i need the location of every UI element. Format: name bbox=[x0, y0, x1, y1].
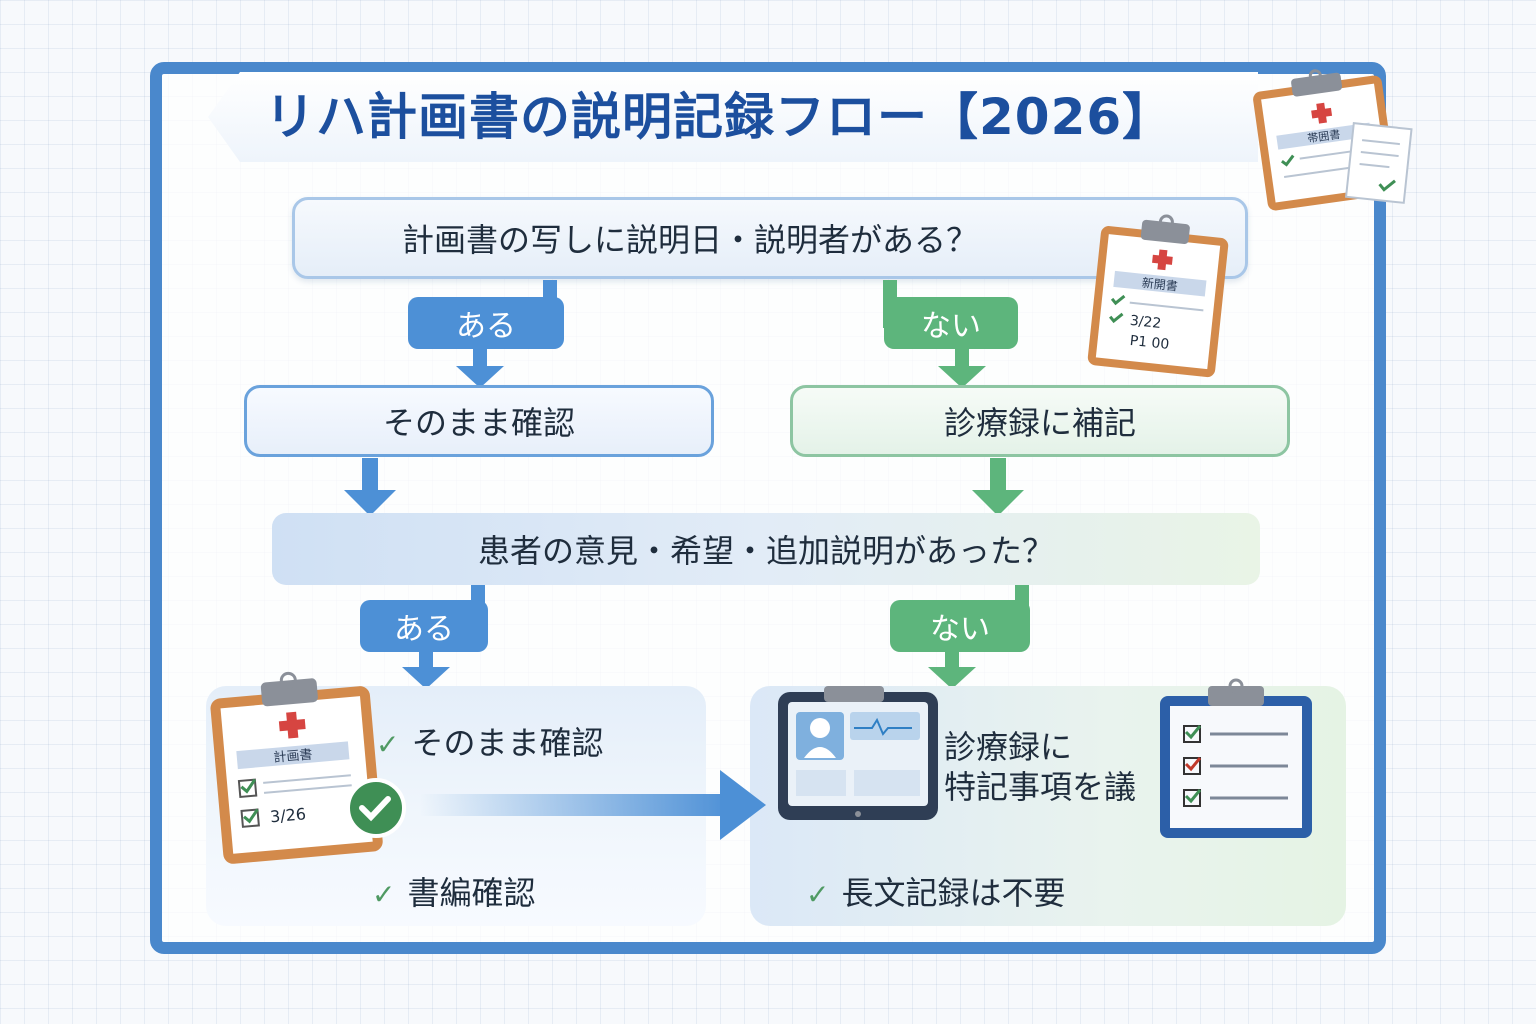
yes2-tag: ある bbox=[360, 600, 488, 652]
right-bottom-item: ✓ 長文記録は不要 bbox=[806, 868, 1065, 914]
no2-tag: ない bbox=[890, 600, 1030, 652]
tablet-record-icon bbox=[778, 686, 938, 820]
clipboard-icon: 新開書 3/22 P1 00 bbox=[1087, 214, 1229, 378]
clipboard-icon: 帯囲書 bbox=[1253, 69, 1413, 211]
corner-form-title: 帯囲書 bbox=[1307, 127, 1342, 145]
clipboard-icon: 計画書 3/26 bbox=[210, 671, 406, 864]
right-bottom-item-text: 長文記録は不要 bbox=[841, 874, 1066, 912]
right-panel-text-2: 特記事項を議 bbox=[944, 768, 1137, 806]
side-date: 3/22 bbox=[1129, 313, 1162, 332]
left-check-item: ✓ そのまま確認 bbox=[376, 718, 603, 764]
question1-text: 計画書の写しに説明日・説明者がある？ bbox=[401, 221, 978, 259]
side-code: P1 00 bbox=[1129, 333, 1170, 353]
left-date: 3/26 bbox=[269, 804, 306, 826]
checklist-icon bbox=[1160, 678, 1312, 838]
title-banner bbox=[208, 72, 1258, 162]
arrow-down-icon bbox=[972, 458, 1024, 516]
add-to-record-box: 診療録に補記 bbox=[790, 385, 1290, 457]
yes1-tag: ある bbox=[408, 297, 564, 349]
check-icon: ✓ bbox=[372, 878, 396, 911]
left-bottom-item-text: 書編確認 bbox=[407, 874, 536, 912]
page-title: リハ計画書の説明記録フロー【2026】 bbox=[265, 88, 1174, 146]
question-box-patient-opinion: 患者の意見・希望・追加説明があった？ bbox=[272, 513, 1260, 585]
left-check-item-text: そのまま確認 bbox=[411, 724, 604, 762]
arrow-right-icon bbox=[420, 770, 766, 840]
left-bottom-item: ✓ 書編確認 bbox=[372, 868, 535, 914]
no1-tag: ない bbox=[884, 297, 1018, 349]
confirm-as-is-box: そのまま確認 bbox=[244, 385, 714, 457]
check-icon: ✓ bbox=[376, 728, 400, 761]
side-form-title: 新開書 bbox=[1141, 275, 1178, 294]
arrow-down-icon bbox=[344, 458, 396, 516]
question-box-plan-copy: 計画書の写しに説明日・説明者がある？ bbox=[292, 197, 1248, 279]
check-icon: ✓ bbox=[806, 878, 830, 911]
right-panel-text-1: 診療録に bbox=[944, 728, 1073, 766]
left-form-title: 計画書 bbox=[273, 747, 313, 766]
